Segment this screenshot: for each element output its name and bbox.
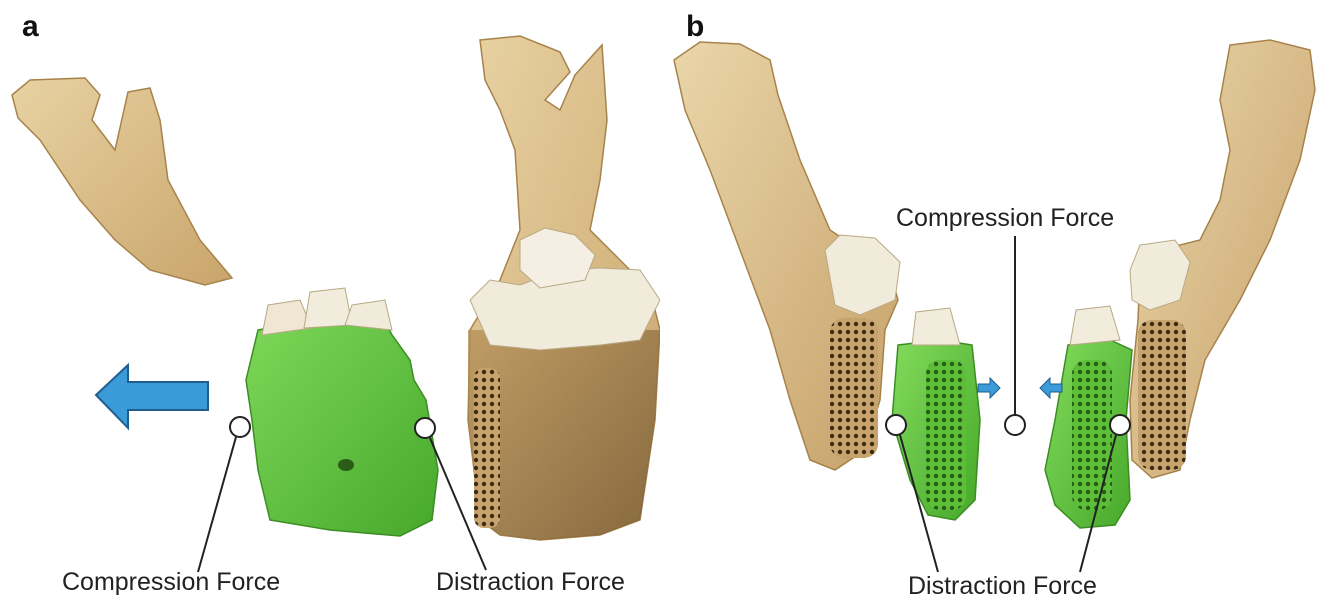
detached-ramus [12, 78, 232, 285]
mandible-left-half [674, 42, 900, 470]
mandible-right-half [1130, 40, 1315, 478]
panel-b-illustration [660, 0, 1318, 603]
distraction-force-label-b: Distraction Force [908, 572, 1097, 601]
transport-segment-green [246, 288, 438, 536]
compression-marker-b [1005, 236, 1025, 435]
transport-segment-left [892, 308, 980, 520]
mandible-body-right-a [468, 36, 660, 540]
panel-a: a [0, 0, 660, 603]
compression-arrows [978, 378, 1062, 398]
panel-b: b [660, 0, 1318, 603]
distraction-force-label-a: Distraction Force [436, 568, 625, 597]
distraction-arrow-left [96, 365, 208, 428]
panel-a-illustration [0, 0, 660, 603]
compression-force-label-a: Compression Force [62, 568, 280, 597]
compression-marker-a [198, 417, 250, 572]
compression-force-label-b: Compression Force [896, 204, 1114, 233]
